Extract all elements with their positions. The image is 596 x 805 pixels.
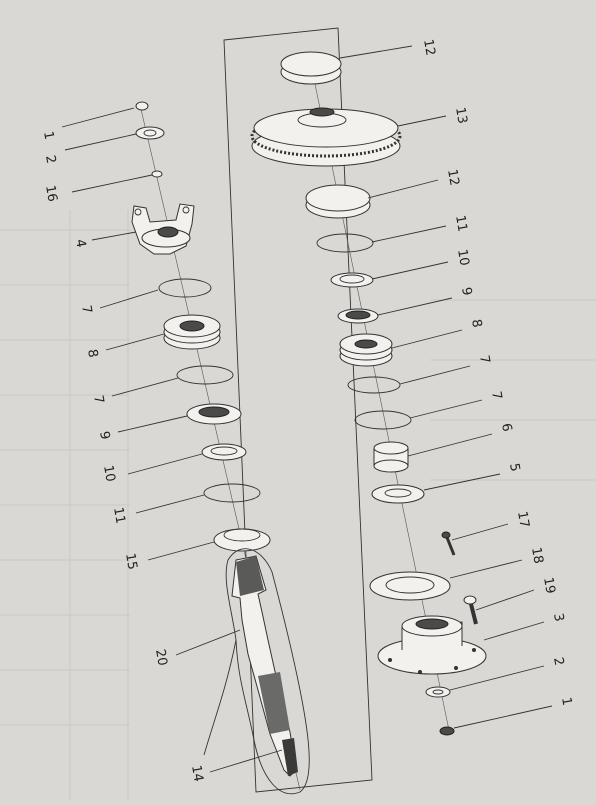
label-left-8: 8 [84,348,100,359]
label-right-10: 10 [454,248,472,267]
label-left-16: 16 [42,184,60,203]
label-right-5: 5 [506,462,522,473]
part-1-nut-right [439,726,455,736]
part-20-shaft [231,555,298,777]
leader-lines [61,45,553,773]
label-right-18: 18 [528,546,546,565]
part-7-o-ring-2 [176,365,234,385]
label-left-7b: 7 [90,394,106,405]
part-1-nut [135,101,149,111]
part-19-bolt [463,595,478,625]
part-11-snap-ring-right [316,233,374,253]
label-left-20: 20 [152,648,170,667]
label-right-17: 17 [514,510,532,529]
part-5-washer [371,484,425,504]
part-12-bearing [305,184,371,219]
right-assembly [250,51,487,736]
part-18-gasket [369,571,451,601]
part-10-ring-right [330,272,374,288]
part-6-bushing [373,441,409,473]
part-17-bolt [441,531,456,556]
label-left-11: 11 [110,506,128,525]
part-13-gear [250,107,402,167]
label-left-14: 14 [188,764,206,783]
label-right-9: 9 [458,286,474,297]
hand-drawn-stroke [203,639,237,756]
part-2-washer [135,126,165,140]
label-left-15: 15 [122,552,140,571]
part-2-washer-right [425,686,451,698]
label-right-19: 19 [540,576,558,595]
left-callout-labels: 1 2 16 4 7 8 7 9 10 11 15 20 14 [40,130,206,783]
part-9-seal [186,403,242,425]
label-right-13: 13 [452,106,470,125]
label-left-1: 1 [40,130,56,141]
part-8-bearing [163,314,221,350]
part-3-flange [377,615,487,675]
part-9-seal-right [337,308,379,324]
label-right-7b: 7 [488,390,504,401]
part-15-bearing-cup [213,528,271,552]
label-left-10: 10 [100,464,118,483]
part-16-pin [151,170,163,178]
right-callout-labels: 12 13 12 11 10 9 8 7 7 6 5 17 18 19 3 2 … [420,38,574,707]
label-right-12a: 12 [420,38,438,57]
label-right-3: 3 [550,612,566,623]
label-left-9: 9 [96,430,112,441]
label-left-4: 4 [72,238,88,249]
label-right-11: 11 [452,214,470,233]
label-right-7a: 7 [476,354,492,365]
part-7-o-ring [158,278,212,298]
part-12-bearing-top [280,51,342,85]
part-8-bearing-right [339,333,393,367]
label-right-12b: 12 [444,168,462,187]
left-assembly [131,101,310,795]
part-10-ring [201,443,247,461]
label-left-7: 7 [78,304,94,315]
part-4-yoke [131,203,195,255]
label-left-2: 2 [42,154,58,165]
label-right-2: 2 [550,656,566,667]
label-right-6: 6 [498,422,514,433]
part-7-o-ring-right-2 [354,410,412,430]
background-table-grid [0,210,596,800]
label-right-8: 8 [468,318,484,329]
part-7-o-ring-right [347,376,401,394]
part-11-snap-ring [203,483,261,503]
label-right-1: 1 [558,696,574,707]
